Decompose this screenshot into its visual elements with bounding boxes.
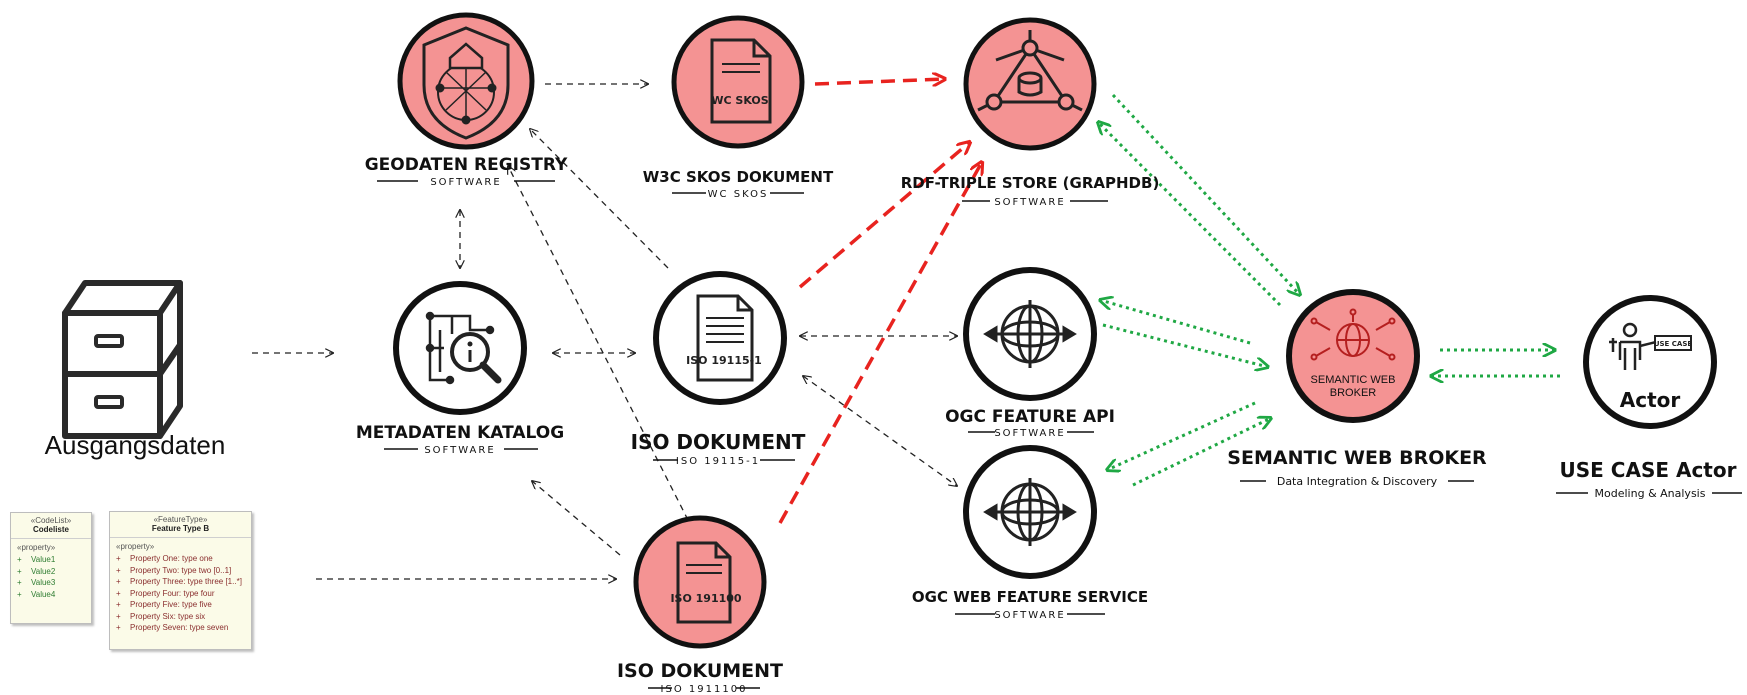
node-ogc-wfs: OGC WEB FEATURE SERVICE SOFTWARE — [912, 445, 1148, 621]
list-item: +Property Five: type five — [116, 600, 212, 609]
uml-codelist-box: «CodeList» Codeliste «property» +Value1 … — [10, 512, 92, 624]
node-title: RDF-TRIPLE STORE (GRAPHDB) — [901, 174, 1160, 192]
uml-stereotype: «CodeList» — [30, 516, 72, 525]
list-item: +Value4 — [17, 589, 56, 599]
uml-codelist-header: «CodeList» Codeliste — [11, 513, 91, 539]
document-icon — [710, 38, 772, 124]
list-item: +Property Six: type six — [116, 611, 206, 621]
uml-section-title: «property» — [116, 542, 155, 551]
node-subtitle: SOFTWARE — [430, 177, 501, 188]
arrow-iso1911100-to-rdf — [778, 162, 982, 524]
list-item: +Property One: type one — [116, 554, 213, 563]
list-item: +Property Four: type four — [116, 588, 215, 598]
uml-class-name: Feature Type B — [151, 524, 210, 533]
node-subtitle: ISO 19115-1 — [676, 456, 760, 467]
node-iso-19115-1: ISO 19115-1 ISO DOKUMENT ISO 19115-1 — [631, 271, 806, 467]
node-subtitle: SOFTWARE — [994, 428, 1065, 439]
document-icon — [696, 294, 754, 382]
node-use-case-actor: USE CASE Actor USE CASE Actor Modeling &… — [1556, 295, 1742, 500]
node-semantic-web-broker: SEMANTIC WEB BROKER SEMANTIC WEB BROKER … — [1227, 289, 1487, 488]
list-item: +Property Two: type two [0..1] — [116, 565, 232, 575]
uml-section-title: «property» — [17, 543, 56, 552]
uml-class-name: Codeliste — [32, 525, 69, 534]
document-icon-label: ISO 191100 — [670, 592, 741, 605]
document-icon-label: WC SKOS — [711, 94, 768, 107]
globe-arrows-icon — [983, 478, 1077, 546]
uml-stereotype: «FeatureType» — [153, 515, 208, 524]
globe-arrows-icon — [983, 300, 1077, 368]
arrow-iso19115-to-rdf — [798, 142, 970, 289]
list-item: +Value2 — [17, 566, 56, 576]
arrow-rdf-to-broker — [1111, 93, 1300, 295]
source-data-label: Ausgangsdaten — [45, 430, 226, 460]
storage-boxes-icon — [62, 280, 183, 439]
node-subtitle: WC SKOS — [708, 189, 769, 200]
node-subtitle: Modeling & Analysis — [1595, 487, 1706, 500]
list-item: +Value3 — [17, 578, 56, 587]
actor-icon-label: Actor — [1620, 388, 1681, 412]
document-icon — [676, 541, 732, 624]
document-icon-label: ISO 19115-1 — [686, 354, 762, 367]
node-geodaten-registry: GEODATEN REGISTRY SOFTWARE — [365, 12, 568, 188]
node-title: GEODATEN REGISTRY — [365, 155, 568, 175]
uml-featuretype-properties: «property» +Property One: type one +Prop… — [110, 538, 251, 638]
broker-icon-label-2: BROKER — [1330, 387, 1377, 399]
arrow-broker-to-rdf — [1098, 122, 1282, 307]
node-ogc-feature-api: OGC FEATURE API SOFTWARE — [945, 267, 1115, 439]
node-title: OGC FEATURE API — [945, 407, 1115, 427]
node-title: ISO DOKUMENT — [617, 660, 783, 682]
node-title: SEMANTIC WEB BROKER — [1227, 447, 1487, 469]
uml-codelist-properties: «property» +Value1 +Value2 +Value3 +Valu… — [11, 539, 91, 604]
node-subtitle: SOFTWARE — [994, 610, 1065, 621]
broker-icon-label-1: SEMANTIC WEB — [1311, 374, 1396, 386]
actor-icon — [1609, 322, 1692, 370]
arrow-wfs-to-broker — [1132, 418, 1271, 487]
node-w3c-skos: WC SKOS W3C SKOS DOKUMENT WC SKOS — [643, 15, 834, 200]
node-metadaten-katalog: METADATEN KATALOG SOFTWARE — [356, 281, 564, 456]
list-item: +Value1 — [17, 555, 56, 564]
arrow-featureapi-to-broker — [1102, 323, 1268, 367]
uml-featuretype-box: «FeatureType» Feature Type B «property» … — [109, 511, 252, 650]
arrows-green-dotted — [1098, 93, 1560, 487]
node-title: USE CASE Actor — [1560, 458, 1737, 482]
arrow-iso19115-to-registry — [530, 129, 669, 269]
arrow-broker-to-featureapi — [1100, 300, 1251, 345]
arrow-iso19115-wfs — [803, 376, 957, 486]
network-globe-icon — [1310, 308, 1396, 361]
node-subtitle: ISO 1911100 — [661, 684, 748, 695]
node-title: OGC WEB FEATURE SERVICE — [912, 588, 1148, 606]
arrow-iso1911100-to-katalog — [532, 481, 621, 556]
list-item: +Property Seven: type seven — [116, 623, 229, 632]
node-title: METADATEN KATALOG — [356, 423, 564, 443]
arrow-iso1911100-to-registry — [508, 166, 689, 521]
uml-featuretype-header: «FeatureType» Feature Type B — [110, 512, 251, 538]
node-subtitle: SOFTWARE — [424, 445, 495, 456]
node-subtitle: SOFTWARE — [994, 197, 1065, 208]
arrows-black-dashed — [252, 84, 957, 579]
list-item: +Property Three: type three [1..*] — [116, 577, 242, 586]
arrow-broker-to-wfs — [1107, 401, 1256, 470]
node-title: ISO DOKUMENT — [631, 430, 806, 454]
node-subtitle: Data Integration & Discovery — [1277, 475, 1438, 488]
node-title: W3C SKOS DOKUMENT — [643, 168, 834, 186]
arrow-skos-to-rdf — [814, 79, 945, 84]
graph-database-icon — [977, 30, 1083, 112]
node-iso-1911100: ISO 191100 ISO DOKUMENT ISO 1911100 — [617, 515, 783, 695]
use-case-badge: USE CASE — [1654, 340, 1693, 348]
node-rdf-triple-store: RDF-TRIPLE STORE (GRAPHDB) SOFTWARE — [901, 17, 1160, 208]
catalog-search-icon — [425, 311, 502, 385]
shield-network-house-icon — [422, 26, 510, 140]
arrows-red-dashed — [778, 79, 982, 524]
